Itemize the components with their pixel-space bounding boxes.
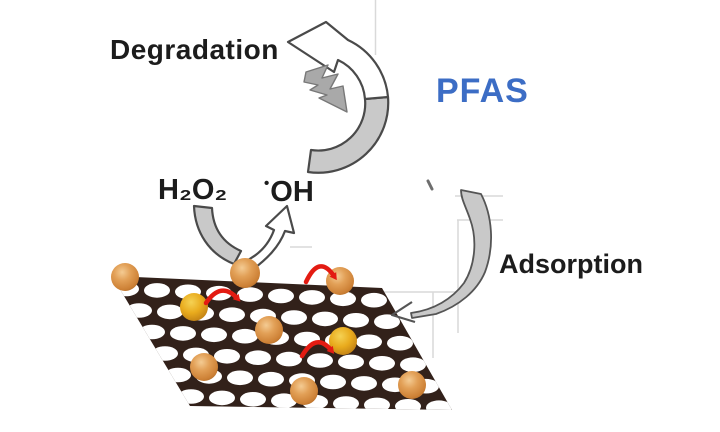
nanoparticle-orange (111, 263, 139, 291)
adsorption-arrow (390, 179, 492, 324)
oh-text: OH (270, 176, 314, 208)
cycle-arrow-white-head (286, 20, 390, 101)
lightning-bolt-icon (303, 64, 348, 113)
hop-arrow (203, 288, 240, 306)
h2o2-down-arrow (192, 204, 243, 266)
nanoparticle-orange (230, 258, 260, 288)
hop-arrowhead (326, 345, 335, 354)
hop-arrowhead (232, 293, 241, 302)
hop-arrow (299, 340, 334, 359)
adsorption-swoosh (410, 189, 492, 319)
radical-dot: • (264, 175, 270, 192)
adsorption-arrowhead (390, 301, 416, 324)
hop-arrowhead (329, 272, 337, 281)
hop-arrows (203, 264, 337, 359)
h2o2-to-oh-arrow (192, 204, 296, 272)
nanoparticle-gold (329, 327, 357, 355)
pfas-label: PFAS (436, 72, 529, 110)
degradation-label: Degradation (110, 34, 279, 65)
adsorption-label: Adsorption (499, 249, 643, 279)
nanoparticle-orange (255, 316, 283, 344)
nanoparticle-gold (180, 293, 208, 321)
tick-mark (426, 179, 434, 191)
h2o2-label: H₂O₂ (158, 174, 228, 206)
oh-radical-label: •OH (264, 176, 314, 207)
degradation-cycle-arrow (286, 20, 390, 174)
oh-up-arrow (242, 204, 296, 272)
nanoparticle-orange (290, 377, 318, 405)
nanoparticle-orange (398, 371, 426, 399)
hop-arrow (303, 264, 337, 285)
nanoparticle-orange (190, 353, 218, 381)
cycle-arrow-gray-tail (306, 95, 390, 174)
